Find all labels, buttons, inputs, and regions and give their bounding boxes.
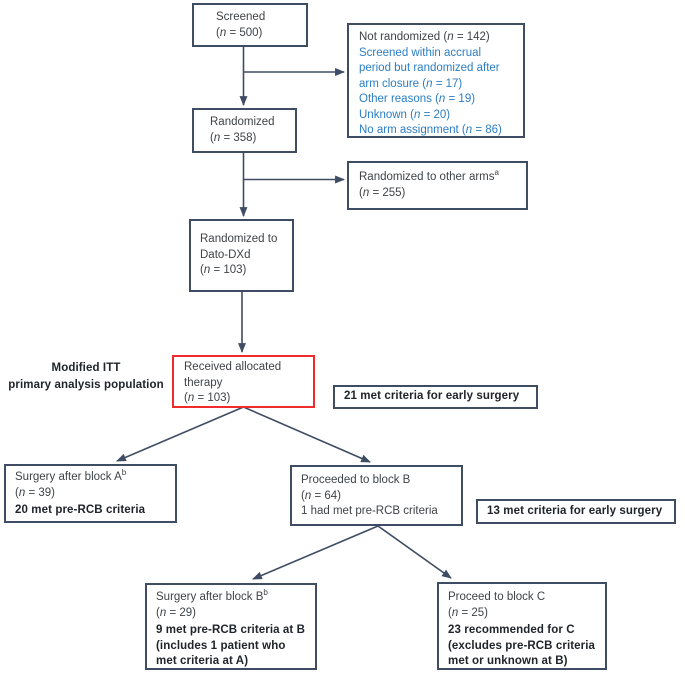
- text-line: Randomized to other armsa: [359, 168, 499, 183]
- text-line: Proceeded to block B: [301, 474, 411, 486]
- text-line: Screened within accrual: [359, 46, 482, 59]
- text-line: Randomized to: [200, 233, 278, 245]
- text-line: Not randomized (n = 142): [359, 31, 490, 43]
- text-line: 20 met pre-RCB criteria: [15, 504, 146, 516]
- randomized-dato-dxd-box: Randomized to Dato-DXd (n = 103): [189, 219, 294, 292]
- text-line: met or unknown at B): [448, 655, 568, 667]
- text-line: period but randomized after: [359, 62, 500, 74]
- text-line: 1 had met pre-RCB criteria: [301, 505, 438, 517]
- text-line: (n = 25): [448, 606, 488, 619]
- text-line: (n = 358): [210, 131, 257, 144]
- text-line: Modified ITT: [51, 362, 121, 374]
- text-line: (n = 255): [359, 186, 406, 199]
- text-line: arm closure (n = 17): [359, 77, 463, 90]
- text-line: Randomized: [210, 116, 275, 128]
- text-line: 21 met criteria for early surgery: [344, 390, 520, 403]
- text-line: primary analysis population: [8, 378, 164, 391]
- surgery-after-block-a-box: Surgery after block Ab (n = 39) 20 met pre…: [4, 464, 177, 523]
- text-line: 13 met criteria for early surgery: [487, 504, 663, 517]
- text-line: (n = 500): [216, 26, 263, 39]
- text-line: 9 met pre-RCB criteria at B: [156, 624, 306, 636]
- randomized-box: Randomized (n = 358): [192, 108, 297, 153]
- text-line: Received allocated: [184, 361, 282, 373]
- proceed-to-block-c-box: Proceed to block C (n = 25) 23 recommended…: [437, 582, 607, 670]
- randomized-other-arms-box: Randomized to other armsa (n = 255): [347, 161, 528, 210]
- text-line: Surgery after block Bb: [156, 588, 268, 603]
- text-line: Proceed to block C: [448, 591, 546, 603]
- screened-box: Screened (n = 500): [192, 3, 308, 47]
- text-line: Other reasons (n = 19): [359, 93, 476, 105]
- text-line: (n = 39): [15, 486, 55, 499]
- text-line: Surgery after block Ab: [15, 468, 127, 483]
- arrow-blockb-to-block-c: [377, 525, 452, 579]
- arrow-received-to-block-b: [243, 406, 371, 463]
- received-allocated-therapy-box: Received allocated therapy (n = 103): [172, 355, 315, 408]
- text-line: Dato-DXd: [200, 248, 251, 261]
- text-line: therapy: [184, 376, 223, 389]
- not-randomized-box: Not randomized (n = 142) Screened within …: [347, 23, 525, 138]
- arrow-blockb-to-surgery-b: [252, 525, 379, 580]
- text-line: (n = 29): [156, 606, 196, 619]
- text-line: met criteria at A): [156, 655, 249, 667]
- text-line: (n = 103): [184, 392, 231, 404]
- text-line: Unknown (n = 20): [359, 108, 451, 121]
- surgery-after-block-b-box: Surgery after block Bb (n = 29) 9 met pre-…: [145, 583, 317, 670]
- early-surgery-13-box: 13 met criteria for early surgery: [476, 499, 676, 524]
- arrow-received-to-block-a: [116, 406, 244, 462]
- early-surgery-21-box: 21 met criteria for early surgery: [333, 385, 538, 409]
- text-line: (excludes pre-RCB criteria: [448, 639, 596, 652]
- proceeded-to-block-b-box: Proceeded to block B (n = 64) 1 had met pr…: [290, 465, 463, 526]
- text-line: 23 recommended for C: [448, 624, 575, 636]
- modified-itt-label: Modified ITT primary analysis population: [0, 360, 172, 393]
- text-line: (includes 1 patient who: [156, 639, 286, 652]
- text-line: No arm assignment (n = 86): [359, 124, 502, 136]
- text-line: (n = 103): [200, 264, 247, 276]
- text-line: (n = 64): [301, 489, 341, 502]
- text-line: Screened: [216, 11, 266, 23]
